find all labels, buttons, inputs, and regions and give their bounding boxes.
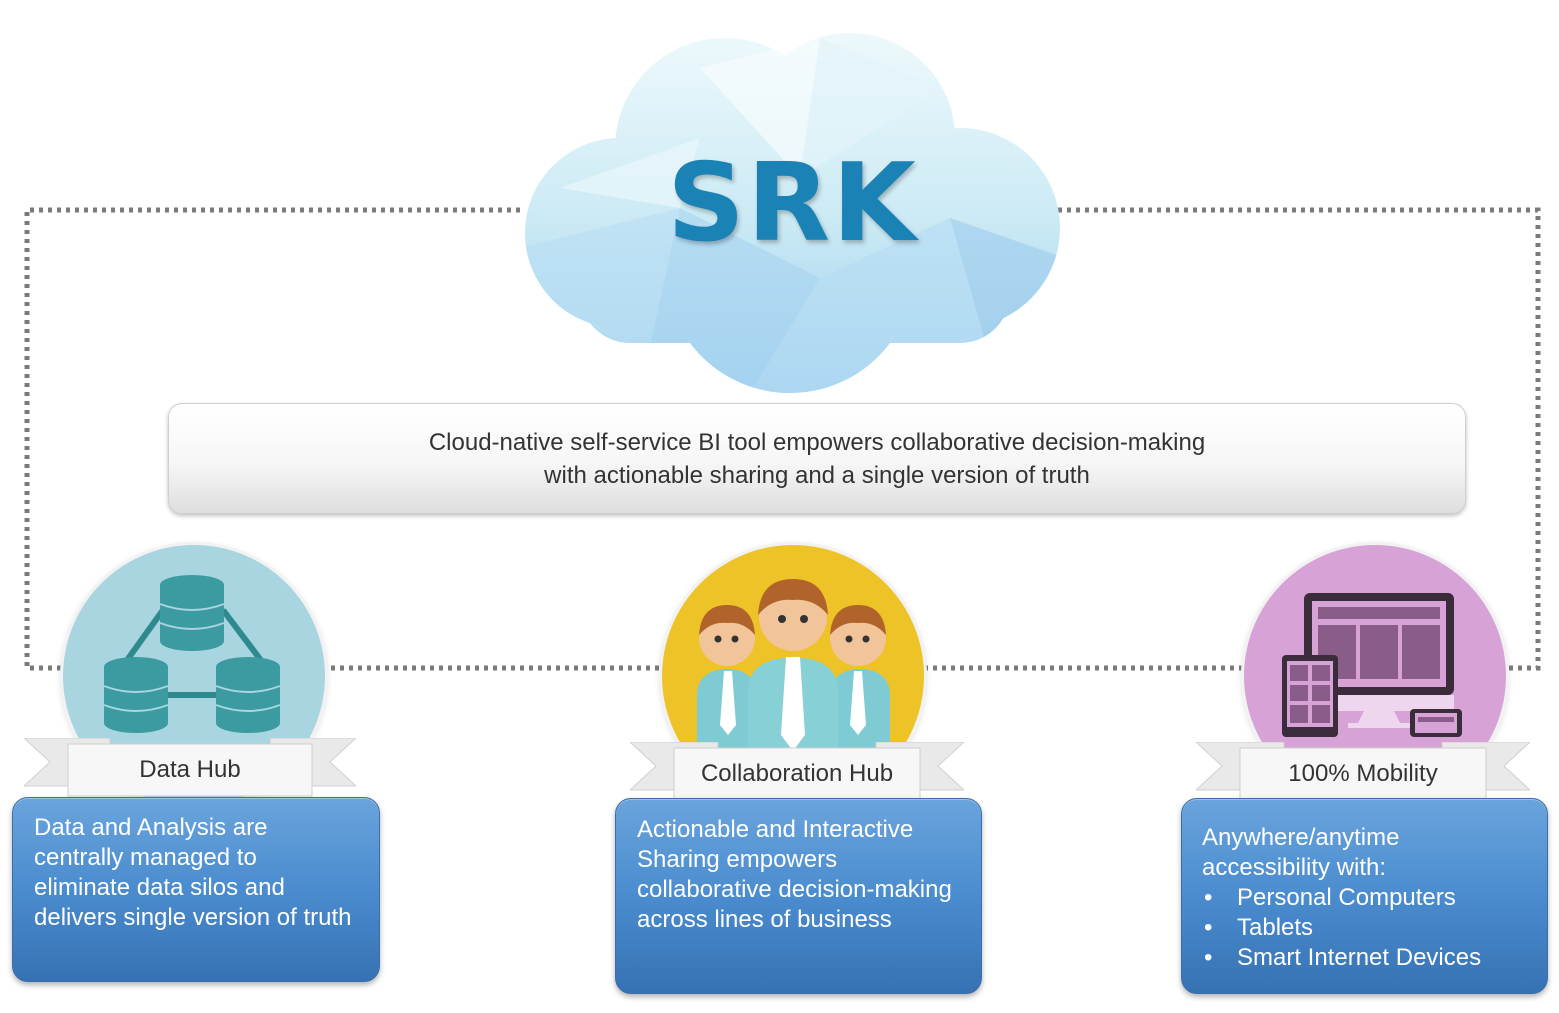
card-line: accessibility with: [1202, 854, 1387, 881]
card-line: Data and Analysis are [34, 814, 268, 841]
team-people-icon [697, 579, 890, 760]
ribbon-shape [630, 742, 964, 801]
tagline-line-1: Cloud-native self-service BI tool empowe… [428, 428, 1206, 456]
data-hub-card: Data and Analysis are centrally managed … [12, 797, 380, 982]
data-hub-title: Data Hub [139, 756, 241, 783]
cloud-shape [525, 33, 1060, 393]
collaboration-hub-title: Collaboration Hub [700, 760, 894, 787]
list-item: Personal Computers [1202, 883, 1537, 913]
srk-logo: SRK [667, 141, 918, 266]
devices-icon [1282, 593, 1462, 737]
tagline-line-2: with actionable sharing and a single ver… [544, 461, 1090, 489]
card-line: Anywhere/anytime [1202, 824, 1400, 851]
data-hub-ribbon: Data Hub [24, 738, 356, 800]
tagline-box: Cloud-native self-service BI tool empowe… [168, 403, 1466, 514]
card-line: delivers single version of truth [34, 904, 352, 931]
card-line: across lines of business [637, 906, 892, 933]
collaboration-hub-ribbon: Collaboration Hub [630, 742, 964, 804]
ribbon-shape [24, 738, 356, 797]
list-item: Tablets [1202, 913, 1537, 943]
card-line: collaborative decision-making [637, 876, 952, 903]
mobility-title: 100% Mobility [1288, 760, 1438, 787]
database-network-icon [103, 575, 281, 733]
ribbon-shape [1196, 742, 1530, 801]
mobility-ribbon: 100% Mobility [1196, 742, 1530, 804]
mobility-card: Anywhere/anytime accessibility with: Per… [1181, 798, 1548, 994]
card-line: Actionable and Interactive [637, 816, 914, 843]
card-line: eliminate data silos and [34, 874, 285, 901]
device-list: Personal Computers Tablets Smart Interne… [1202, 883, 1537, 973]
connector-right [1058, 207, 1541, 671]
list-item: Smart Internet Devices [1202, 943, 1537, 973]
collaboration-hub-card: Actionable and Interactive Sharing empow… [615, 798, 982, 994]
card-line: Sharing empowers [637, 846, 838, 873]
card-line: centrally managed to [34, 844, 257, 871]
connector-left [24, 207, 520, 671]
